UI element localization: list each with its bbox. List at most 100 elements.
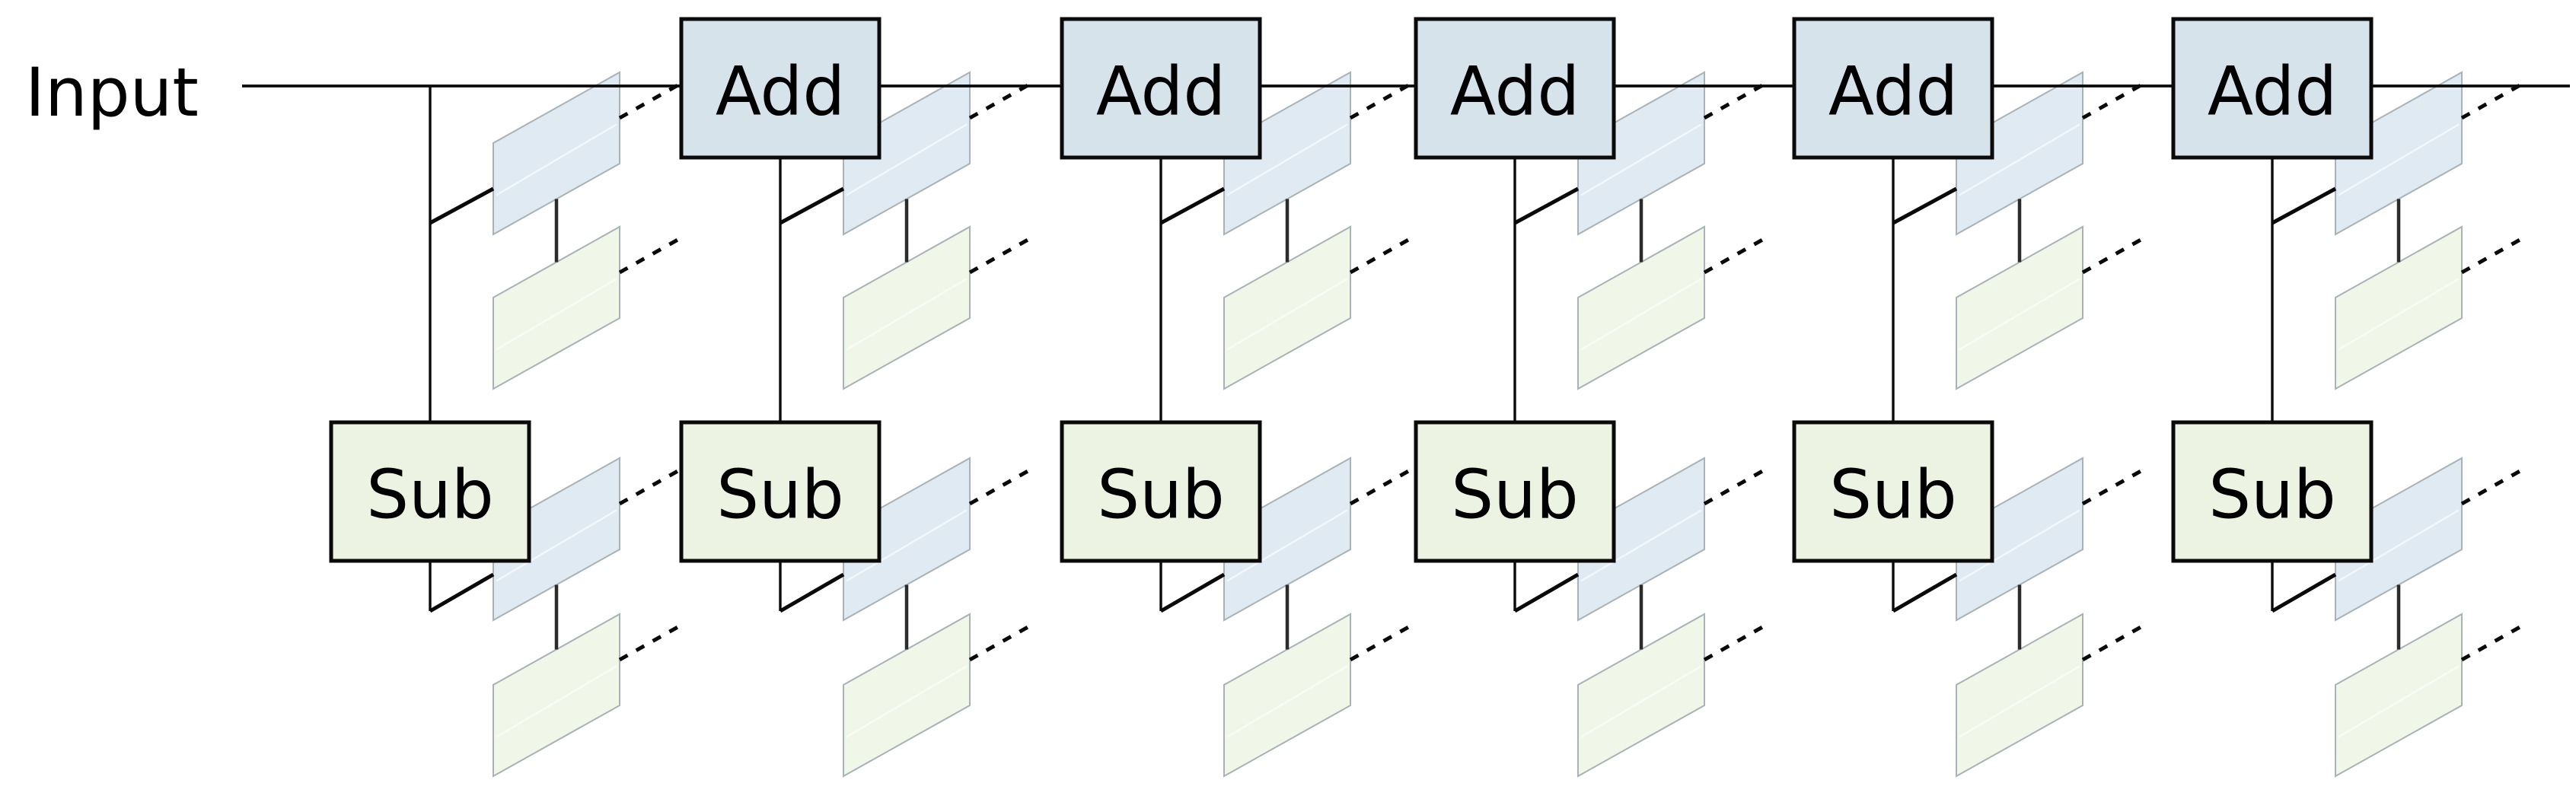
filter-plane-blue-lower-3-highlight [1226,509,1348,582]
dashed-continuation-green-upper-4 [1703,236,1767,275]
tap-diagonal-lower-6 [2271,572,2337,613]
filter-plane-green-lower-6 [2335,613,2463,778]
tap-diagonal-lower-2 [779,572,845,613]
filter-plane-green-lower-5-highlight [1959,665,2080,738]
sub-box-6 [2171,420,2374,563]
add-box-label-1: Add [716,53,845,131]
filter-plane-green-upper-5-highlight [1959,278,2080,351]
dashed-continuation-green-lower-3 [1349,623,1413,662]
sub-box-3 [1060,420,1262,563]
sub-box-label-5: Sub [1829,456,1957,534]
tap-diagonal-upper-6 [2271,186,2337,225]
tap-diagonal-lower-4 [1513,572,1580,613]
add-box-label-3: Add [1450,53,1580,131]
add-box-label-5: Add [2208,53,2337,131]
filter-plane-green-lower-5 [1956,613,2083,778]
add-box-4 [1792,17,1994,160]
tap-diagonal-upper-2 [779,186,845,225]
filter-plane-green-upper-2-highlight [846,278,968,351]
filter-plane-green-upper-1 [493,225,620,390]
dashed-continuation-blue-upper-3 [1349,81,1413,120]
tap-diagonal-lower-5 [1892,572,1958,613]
filter-plane-green-lower-6-highlight [2338,665,2460,738]
sub-box-label-4: Sub [1451,456,1579,534]
filter-plane-blue-upper-2-highlight [846,123,968,196]
filter-plane-blue-upper-6 [2335,71,2463,236]
filter-plane-blue-upper-6-highlight [2338,123,2460,196]
sub-box-2 [679,420,882,563]
filter-plane-green-lower-3-highlight [1226,665,1348,738]
dashed-continuation-green-upper-2 [968,236,1032,275]
filter-plane-blue-lower-4-highlight [1580,509,1702,582]
filter-plane-green-lower-1-highlight [496,665,617,738]
input-label: Input [25,53,199,132]
filter-plane-green-lower-1 [493,613,620,778]
filter-plane-green-upper-3-highlight [1226,278,1348,351]
sub-box-label-2: Sub [716,456,844,534]
dashed-continuation-green-lower-4 [1703,623,1767,662]
filter-plane-green-upper-3 [1223,225,1351,390]
filter-plane-green-lower-4 [1577,613,1705,778]
filter-plane-green-lower-4-highlight [1580,665,1702,738]
filter-plane-blue-upper-5-highlight [1959,123,2080,196]
filter-plane-blue-lower-6-highlight [2338,509,2460,582]
tap-diagonal-lower-1 [429,572,495,613]
dashed-continuation-blue-upper-6 [2460,81,2524,120]
filter-plane-blue-lower-1-highlight [496,509,617,582]
sub-box-label-3: Sub [1097,456,1225,534]
filter-plane-green-upper-6 [2335,225,2463,390]
filter-plane-green-upper-1-highlight [496,278,617,351]
tap-diagonal-upper-4 [1513,186,1580,225]
add-box-1 [679,17,882,160]
dashed-continuation-blue-lower-6 [2460,467,2524,506]
filter-plane-green-upper-4-highlight [1580,278,1702,351]
filter-plane-blue-upper-3-highlight [1226,123,1348,196]
filter-plane-blue-upper-1 [493,71,620,236]
filter-plane-green-lower-3 [1223,613,1351,778]
add-box-2 [1060,17,1262,160]
filter-plane-blue-lower-2-highlight [846,509,968,582]
dashed-continuation-green-lower-5 [2081,623,2145,662]
filter-plane-green-lower-2 [843,613,971,778]
dashed-continuation-blue-lower-5 [2081,467,2145,506]
tap-diagonal-upper-3 [1159,186,1226,225]
add-box-label-2: Add [1096,53,1226,131]
dashed-continuation-green-lower-6 [2460,623,2524,662]
filter-plane-blue-lower-5-highlight [1959,509,2080,582]
dashed-continuation-blue-upper-2 [968,81,1032,120]
filter-plane-green-lower-2-highlight [846,665,968,738]
dashed-continuation-green-upper-5 [2081,236,2145,275]
filter-plane-blue-upper-3 [1223,71,1351,236]
dashed-continuation-blue-upper-1 [618,81,682,120]
filter-plane-blue-upper-1-highlight [496,123,617,196]
filter-plane-green-upper-4 [1577,225,1705,390]
dashed-continuation-green-upper-1 [618,236,682,275]
tap-diagonal-upper-5 [1892,186,1958,225]
tap-diagonal-lower-3 [1159,572,1226,613]
filter-plane-blue-upper-4 [1577,71,1705,236]
dashed-continuation-blue-lower-4 [1703,467,1767,506]
add-box-5 [2171,17,2374,160]
filter-plane-blue-upper-4-highlight [1580,123,1702,196]
dashed-continuation-blue-lower-2 [968,467,1032,506]
dashed-continuation-green-upper-3 [1349,236,1413,275]
dashed-continuation-blue-upper-4 [1703,81,1767,120]
dashed-continuation-green-lower-1 [618,623,682,662]
dashed-continuation-blue-lower-3 [1349,467,1413,506]
layer-filter-planes [493,71,2463,778]
sub-box-label-6: Sub [2208,456,2336,534]
add-box-label-4: Add [1828,53,1958,131]
dashed-continuation-green-upper-6 [2460,236,2524,275]
sub-box-1 [329,420,531,563]
filter-plane-green-upper-6-highlight [2338,278,2460,351]
layer-dashed-continuations [618,81,2524,662]
sub-box-5 [1792,420,1994,563]
filter-plane-blue-upper-5 [1956,71,2083,236]
dashed-continuation-blue-lower-1 [618,467,682,506]
tap-diagonal-upper-1 [429,186,495,225]
filter-plane-green-upper-2 [843,225,971,390]
sub-box-label-1: Sub [366,456,494,534]
